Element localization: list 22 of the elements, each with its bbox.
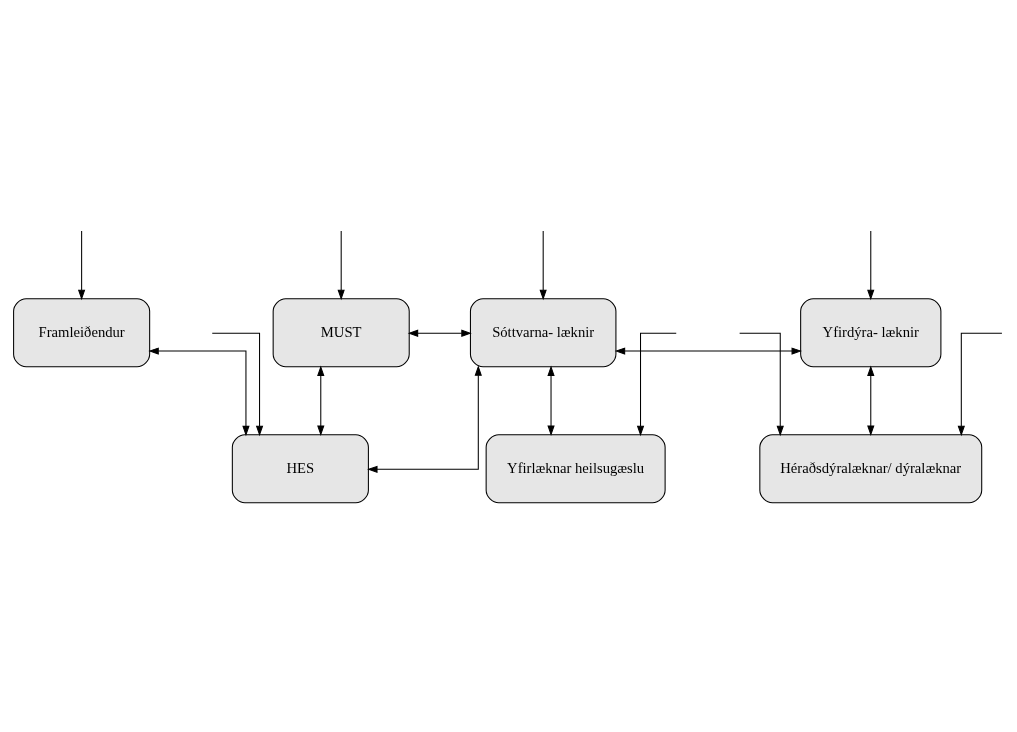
node-box: Framleiðendur [13, 298, 151, 368]
arrow [148, 347, 250, 437]
node-box: Héraðsdýralæknar/ dýralæknar [759, 434, 983, 504]
node-box: HES [231, 434, 369, 504]
arrow [636, 332, 677, 437]
node-box: Yfirdýra- læknir [800, 298, 942, 368]
arrow [867, 365, 875, 437]
arrow [317, 365, 325, 437]
arrow [614, 347, 802, 355]
arrow [77, 230, 86, 301]
arrow [539, 230, 547, 301]
node-box: MUST [272, 298, 410, 368]
arrow [367, 365, 482, 473]
arrow [739, 332, 784, 437]
arrow [337, 230, 345, 301]
arrow [407, 329, 472, 337]
node-box: Yfirlæknar heilsugæslu [485, 434, 666, 504]
arrow [957, 332, 1003, 437]
node-box: Sóttvarna- læknir [469, 298, 617, 368]
arrow [211, 332, 264, 437]
arrow [547, 365, 555, 437]
arrow [867, 230, 875, 301]
